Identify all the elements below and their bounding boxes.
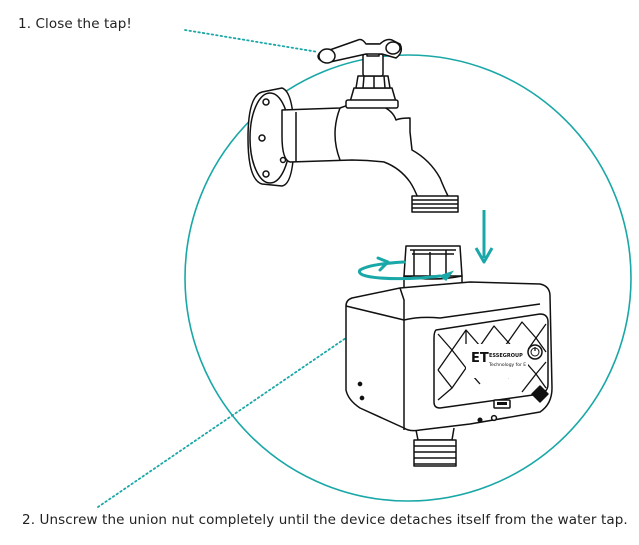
focus-circle [184,54,632,502]
usb-port-icon [493,399,511,409]
leader-line-step-2 [97,324,366,508]
warning-icon [531,385,549,403]
water-timer-device [345,245,553,467]
outlet-thread [413,439,457,467]
down-arrow-icon [474,210,494,264]
device-brand-line-2: Technology for E [488,362,526,368]
rotate-arrow-icon [357,256,455,282]
water-tap [247,38,459,213]
step-1-caption: 1. Close the tap! [18,16,132,32]
power-button-icon [527,344,543,360]
device-brand-line-1: ESSEGROUP [489,353,523,359]
leader-line-step-1 [184,29,319,53]
step-2-caption: 2. Unscrew the union nut completely unti… [22,512,628,528]
device-logo: ET [471,351,489,366]
tap-handle [317,38,403,63]
tap-body [281,102,449,199]
